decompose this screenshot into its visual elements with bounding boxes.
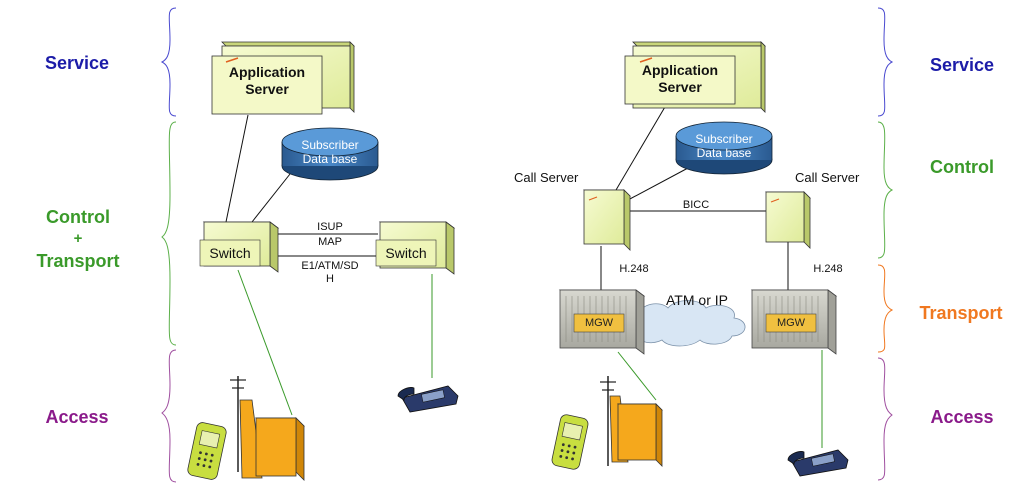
subscriber-db-left-label-line2: Data base bbox=[302, 152, 358, 166]
link-label-h: H bbox=[326, 273, 334, 285]
subscriber-db-right-label: Subscriber Data base bbox=[676, 132, 772, 160]
link-label-e1-atm-sd: E1/ATM/SD bbox=[301, 260, 359, 272]
layer-label-left-control: Control bbox=[46, 207, 110, 227]
layer-label-left-control-transport: Control + Transport bbox=[18, 206, 138, 272]
brace-left-access bbox=[161, 349, 177, 483]
app-server-left bbox=[211, 41, 355, 115]
brace-left-control bbox=[161, 121, 177, 346]
switch-a-label: Switch bbox=[209, 245, 251, 261]
line-mgw-to-antenna bbox=[617, 351, 657, 401]
left-braces bbox=[160, 7, 177, 117]
line-switch-to-antenna bbox=[237, 269, 293, 416]
subscriber-db-left-label: Subscriber Data base bbox=[282, 138, 378, 166]
base-station-left bbox=[230, 376, 305, 481]
desk-phone-left bbox=[397, 385, 459, 413]
link-label-map: MAP bbox=[318, 236, 342, 248]
layer-label-left-service: Service bbox=[44, 53, 110, 73]
mgw-right-label: MGW bbox=[776, 317, 806, 329]
brace-right-transport bbox=[877, 264, 894, 353]
app-server-left-label-line1: Application bbox=[228, 64, 306, 80]
app-server-right-label: Application Server bbox=[625, 62, 735, 96]
switch-b bbox=[375, 221, 456, 275]
app-server-right-label-line2: Server bbox=[658, 79, 702, 95]
switch-a bbox=[199, 221, 280, 273]
app-server-left-label: Application Server bbox=[212, 64, 322, 98]
atm-ip-cloud bbox=[629, 300, 746, 347]
brace-right-control bbox=[877, 121, 894, 259]
call-server-right-box bbox=[765, 191, 811, 249]
h248-right-label: H.248 bbox=[813, 263, 843, 275]
subscriber-db-left-label-line1: Subscriber bbox=[301, 138, 359, 152]
layer-label-right-control: Control bbox=[930, 157, 994, 177]
layer-label-left-access: Access bbox=[45, 407, 109, 427]
line-db-to-switch-left bbox=[251, 173, 291, 223]
mobile-phone-right bbox=[551, 414, 589, 470]
call-server-left-label: Call Server bbox=[514, 170, 579, 185]
cloud-label: ATM or IP bbox=[666, 292, 728, 308]
bicc-label: BICC bbox=[682, 199, 710, 211]
mgw-left-box bbox=[558, 289, 646, 355]
subscriber-db-left bbox=[281, 127, 379, 181]
h248-left-label: H.248 bbox=[619, 263, 649, 275]
brace-left-service bbox=[160, 7, 177, 117]
line-app-to-callserver bbox=[615, 94, 673, 191]
app-server-right bbox=[624, 41, 766, 113]
link-label-isup: ISUP bbox=[317, 221, 343, 233]
subscriber-db-right-label-line1: Subscriber bbox=[695, 132, 753, 146]
layer-label-right-transport: Transport bbox=[919, 303, 1003, 323]
subscriber-db-right-label-line2: Data base bbox=[696, 146, 752, 160]
brace-right-service bbox=[877, 7, 894, 117]
line-app-to-switch-left bbox=[225, 114, 249, 223]
mgw-right-box bbox=[750, 289, 838, 355]
layer-label-right-access: Access bbox=[930, 407, 994, 427]
call-server-right-label: Call Server bbox=[795, 170, 860, 185]
base-station-right bbox=[600, 376, 663, 467]
call-server-left-box bbox=[583, 189, 631, 251]
app-server-left-label-line2: Server bbox=[245, 81, 289, 97]
mgw-left-label: MGW bbox=[584, 317, 614, 329]
subscriber-db-right bbox=[675, 121, 773, 175]
brace-right-access bbox=[877, 357, 893, 481]
layer-label-right-service: Service bbox=[929, 55, 995, 75]
desk-phone-right bbox=[787, 449, 849, 477]
layer-label-left-transport: Transport bbox=[36, 251, 120, 271]
layer-label-left-plus: + bbox=[73, 230, 83, 247]
switch-b-label: Switch bbox=[385, 245, 427, 261]
app-server-right-label-line1: Application bbox=[641, 62, 719, 78]
line-db-to-callserver bbox=[627, 167, 689, 201]
mobile-phone-left bbox=[187, 422, 227, 480]
